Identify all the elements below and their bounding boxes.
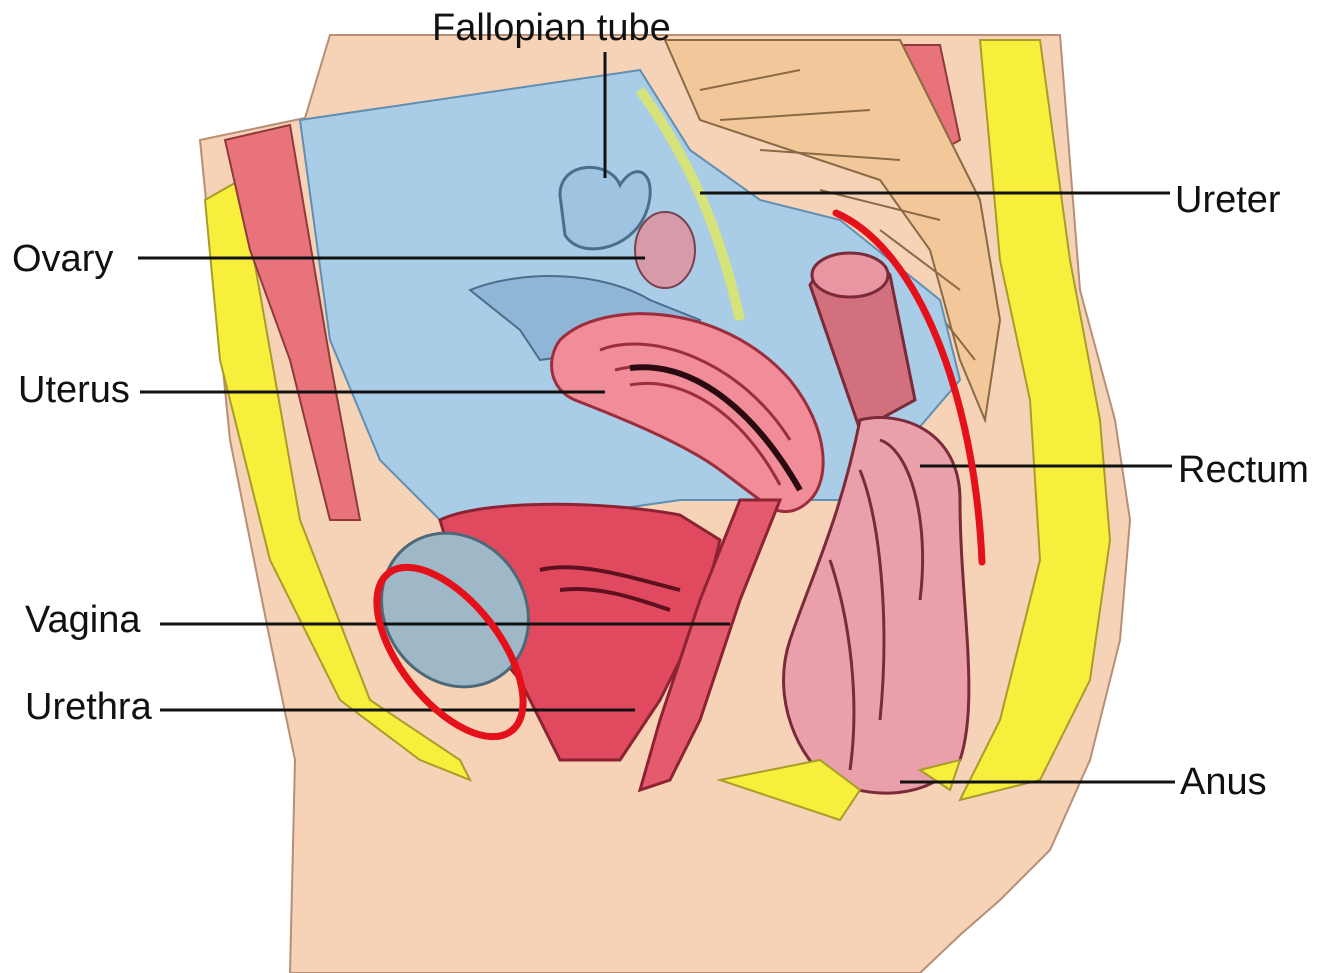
label-urethra: Urethra xyxy=(25,688,152,726)
label-ureter: Ureter xyxy=(1175,181,1281,219)
label-anus: Anus xyxy=(1180,763,1267,801)
label-fallopian-tube: Fallopian tube xyxy=(432,9,671,47)
label-vagina: Vagina xyxy=(25,601,141,639)
label-ovary: Ovary xyxy=(12,240,113,278)
ovary xyxy=(635,212,695,288)
label-rectum: Rectum xyxy=(1178,451,1309,489)
label-uterus: Uterus xyxy=(18,371,130,409)
